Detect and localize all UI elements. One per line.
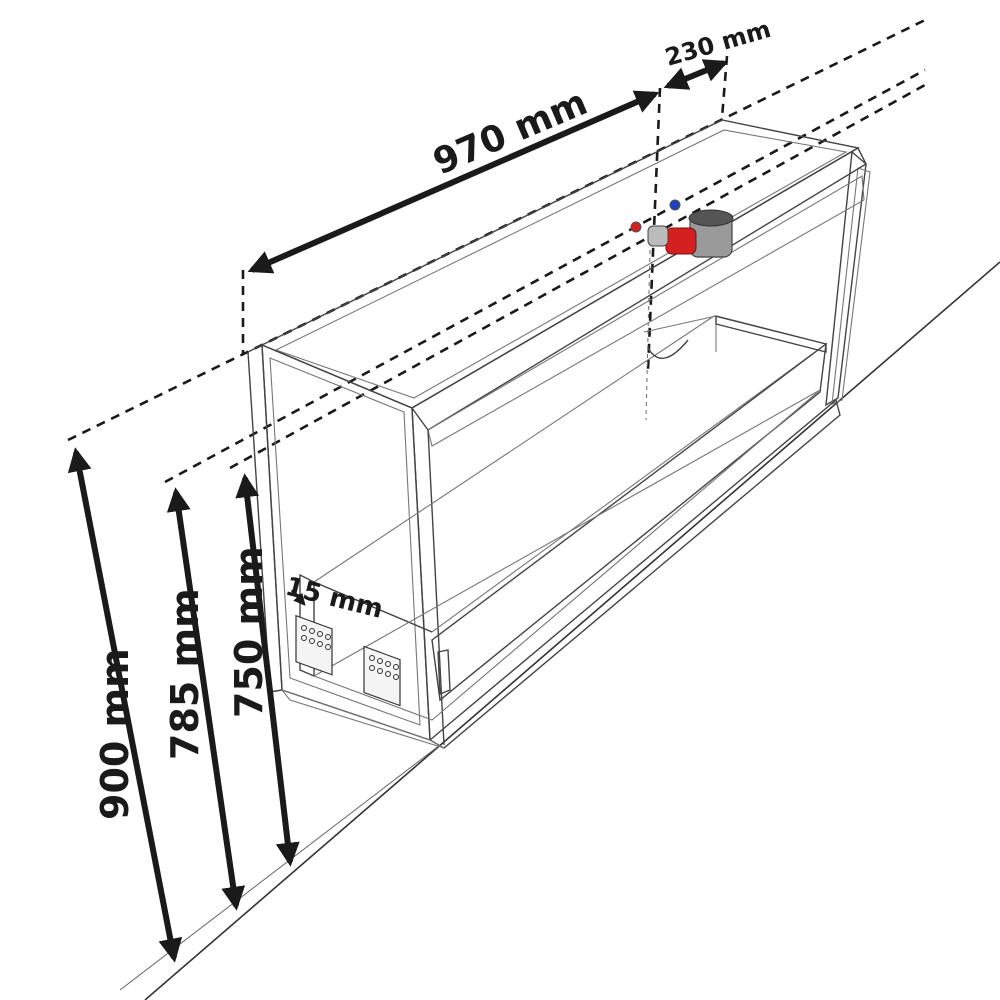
dim-line-970 [247,90,660,274]
floor-line [144,261,1000,1000]
reference-dashed-lines [67,18,926,484]
dim-line-750 [235,473,300,867]
cabinet [247,119,871,749]
dim-line-230 [663,59,729,90]
mounting-bracket-left [295,614,333,676]
siphon-icon [647,209,734,258]
label-900-mm: 900 mm [93,648,137,820]
mounting-bracket-right [363,645,401,707]
dim-line-900 [67,447,183,963]
dim-line-15 [290,589,306,606]
label-750-mm: 750 mm [227,546,271,718]
hot-water-valve-icon [630,221,642,233]
cold-water-valve-icon [669,199,681,211]
label-785-mm: 785 mm [163,588,207,760]
dim-line-785 [166,487,246,911]
